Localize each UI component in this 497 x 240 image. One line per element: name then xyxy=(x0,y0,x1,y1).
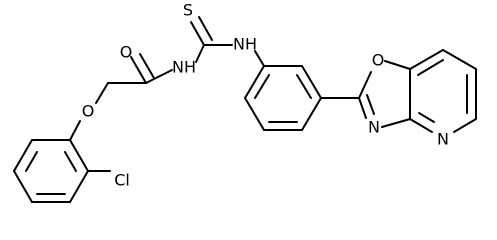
atom-nh-thio: NH xyxy=(233,35,257,54)
atom-o-oxazole: O xyxy=(372,51,385,70)
atom-n-pyridine: N xyxy=(437,130,449,149)
atom-n-oxazole: N xyxy=(368,118,380,137)
atom-nh-amide: NH xyxy=(172,58,196,77)
atom-cl: Cl xyxy=(114,171,130,190)
atom-o-carbonyl: O xyxy=(120,43,133,62)
bond-lines xyxy=(13,16,477,203)
atom-o-ether: O xyxy=(82,102,95,121)
molecule-structure: O S NH NH O Cl O N N xyxy=(13,1,477,203)
atom-s-thio: S xyxy=(183,1,193,20)
atom-labels: O S NH NH O Cl O N N xyxy=(82,1,449,190)
